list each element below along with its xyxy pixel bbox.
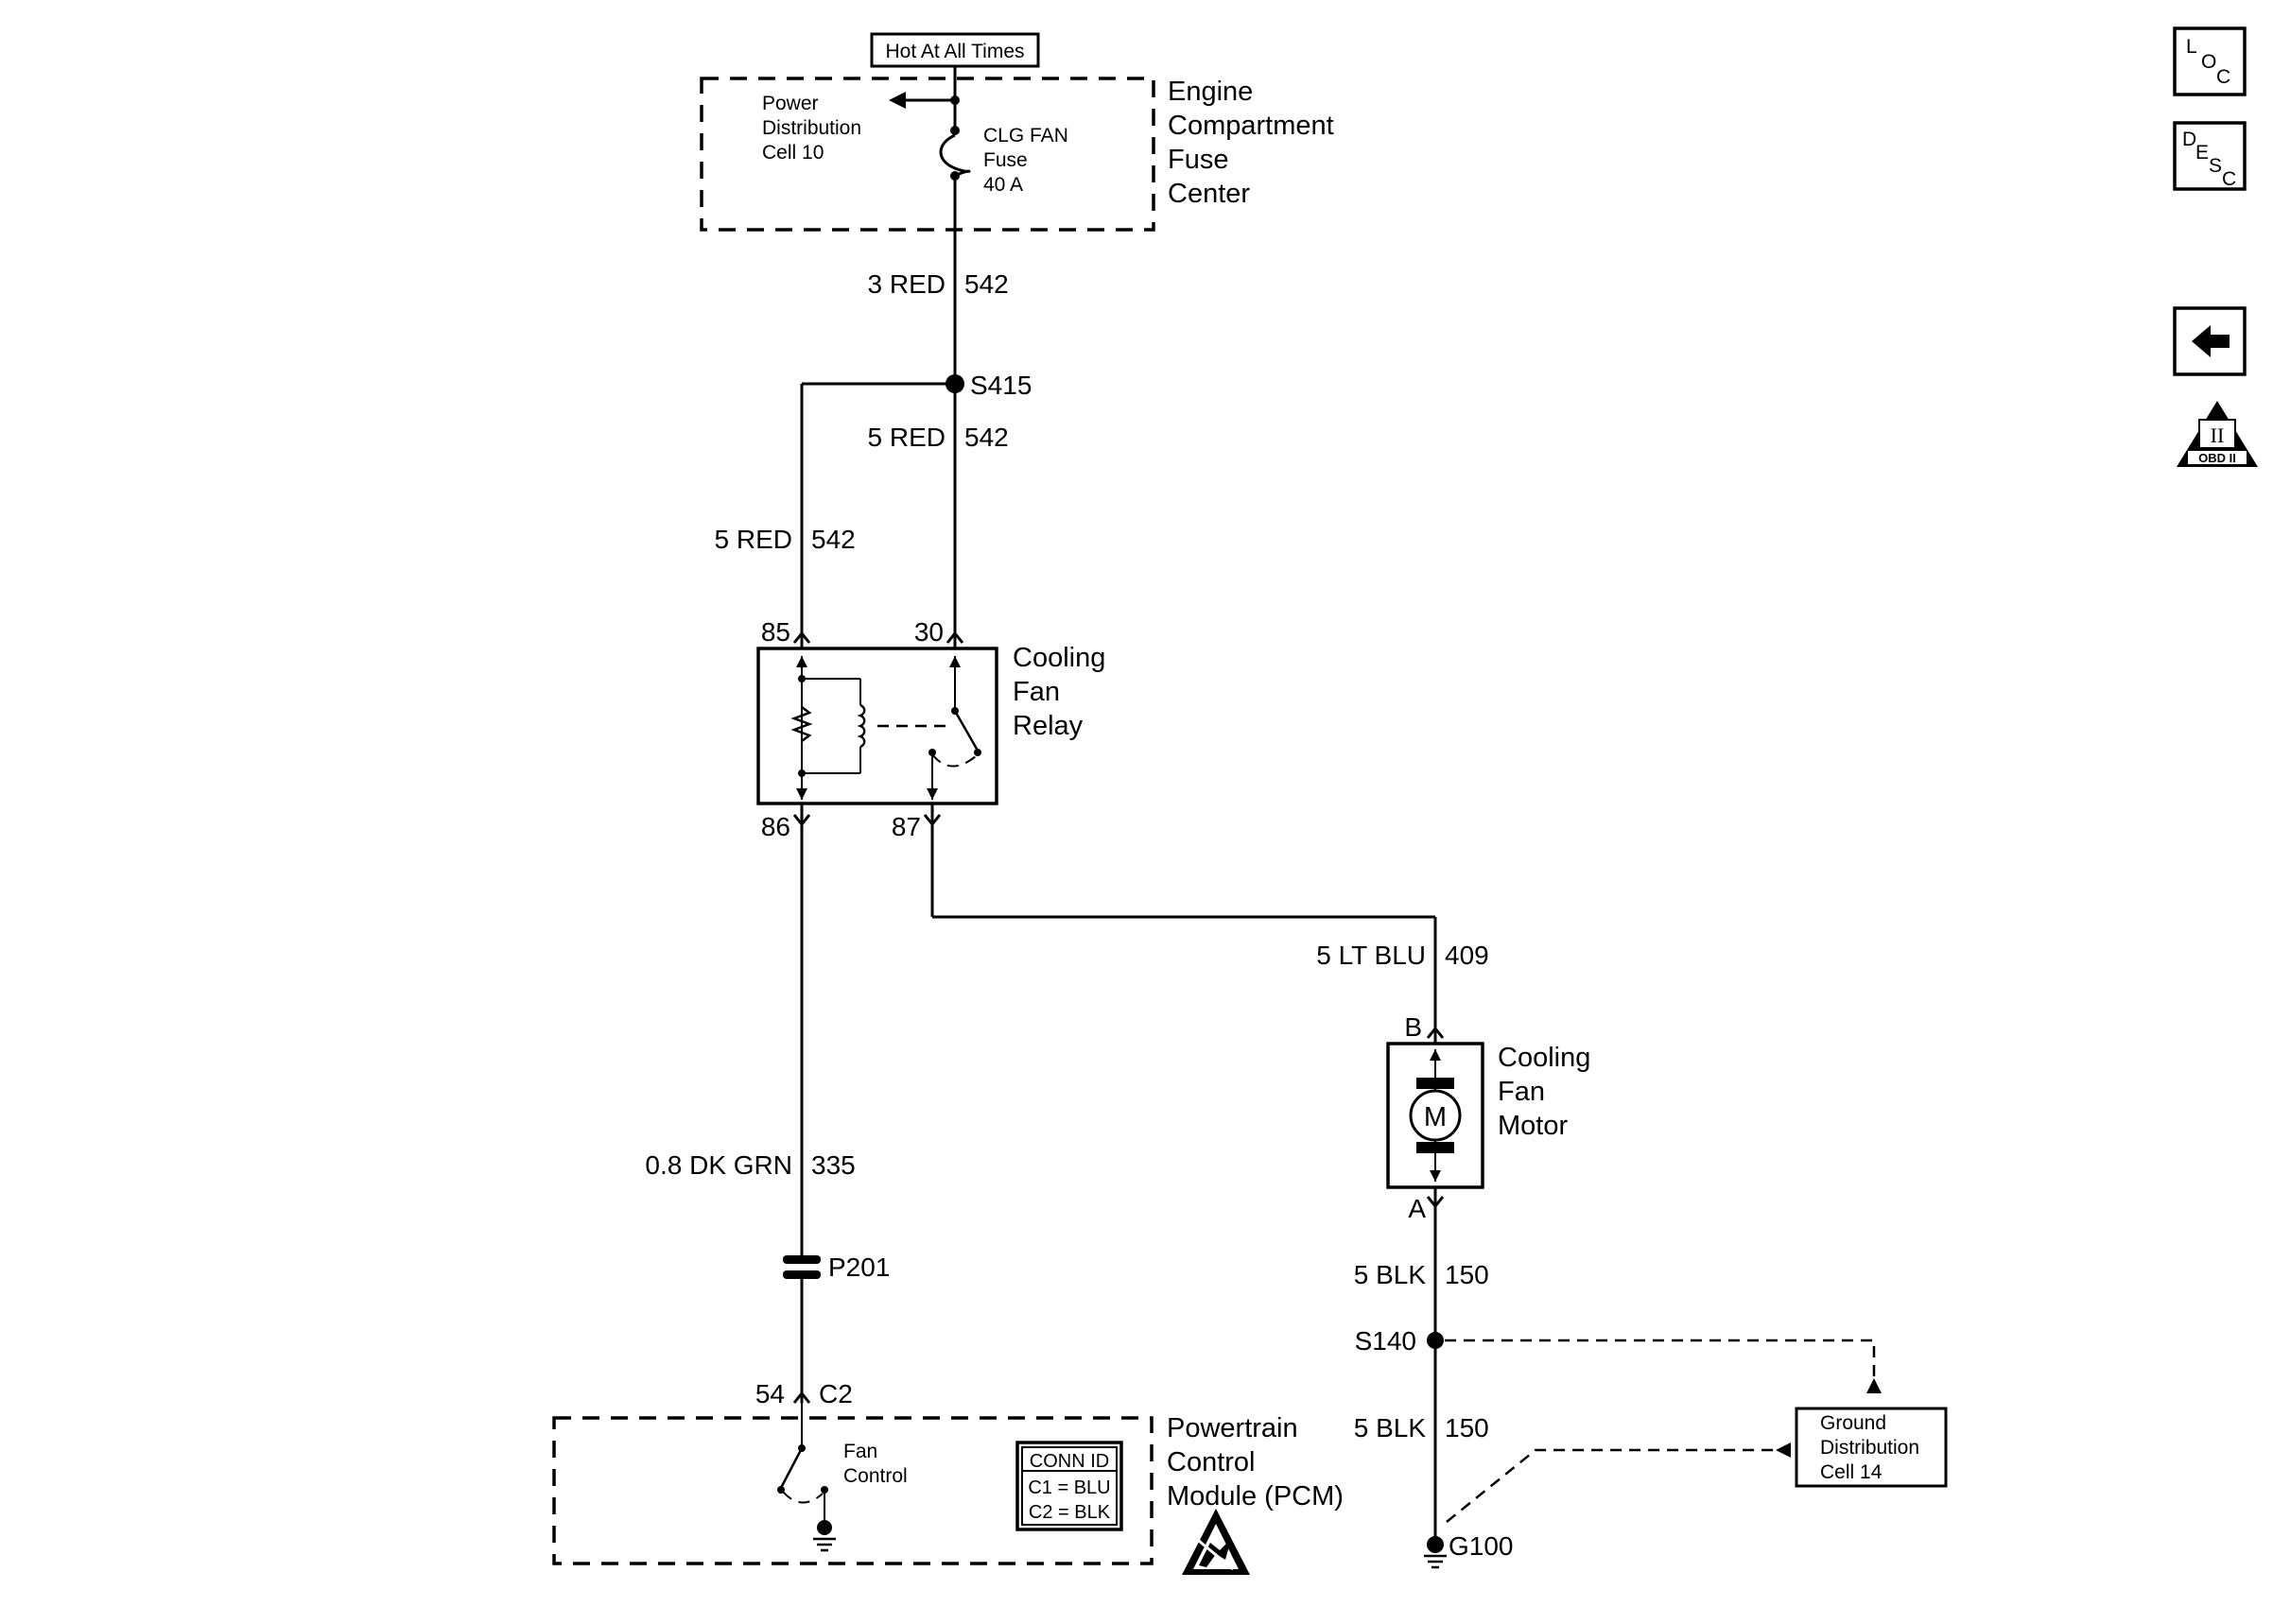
splice-s415-label: S415: [970, 371, 1032, 400]
esd-warning-icon: [1182, 1509, 1250, 1575]
motor-icon: M: [1409, 1049, 1462, 1182]
relay-switch-icon: [927, 656, 981, 800]
relay-coil-icon: [790, 656, 866, 800]
hot-label-text: Hot At All Times: [885, 41, 1024, 62]
motor-title: Cooling Fan Motor: [1498, 1043, 1598, 1141]
svg-text:E: E: [2195, 142, 2209, 164]
pcm-connector-c2: C2: [819, 1379, 853, 1408]
splice-s140-dot: [1427, 1332, 1444, 1349]
svg-text:II: II: [2211, 423, 2225, 447]
wire-label-08dkgrn: 0.8 DK GRN: [645, 1150, 792, 1180]
conn-id-c1: C1 = BLU: [1028, 1477, 1110, 1498]
back-button[interactable]: [2173, 306, 2247, 376]
svg-text:C: C: [2216, 66, 2230, 88]
fuse-center-box: [700, 77, 1155, 232]
svg-text:L: L: [2186, 36, 2197, 58]
relay-pin-87: 87: [892, 812, 921, 841]
location-button[interactable]: L O C: [2173, 26, 2247, 96]
wire-label-5red-left: 5 RED: [715, 525, 792, 554]
connector-p201-label: P201: [828, 1253, 890, 1282]
wire-circuit-335: 335: [811, 1150, 856, 1180]
power-distribution-label: Power Distribution Cell 10: [762, 93, 867, 164]
arrow-up-icon: [1866, 1378, 1882, 1393]
wire-circuit-409: 409: [1445, 941, 1489, 970]
fan-control-label: Fan Control: [843, 1441, 908, 1487]
pcm-title: Powertrain Control Module (PCM): [1167, 1413, 1344, 1512]
wire-label-5blk-b: 5 BLK: [1354, 1413, 1427, 1443]
splice-s140-label: S140: [1355, 1326, 1416, 1356]
wire-circuit-150-a: 150: [1445, 1260, 1489, 1289]
ground-distribution-box: [1795, 1407, 1948, 1488]
fan-control-switch-icon: [777, 1403, 836, 1552]
motor-symbol: M: [1424, 1102, 1447, 1132]
description-button[interactable]: D E S C: [2173, 121, 2247, 191]
fuse-icon: [939, 133, 971, 178]
wire-circuit-542-a: 542: [964, 269, 1009, 299]
svg-text:OBD II: OBD II: [2198, 451, 2236, 465]
relay-pin-85: 85: [761, 617, 790, 647]
wire-label-5blk-a: 5 BLK: [1354, 1260, 1427, 1289]
ground-icon-g100: [1424, 1554, 1447, 1569]
wire-label-3red: 3 RED: [868, 269, 946, 299]
arrow-left-back-icon: [2192, 325, 2230, 357]
svg-text:D: D: [2182, 129, 2196, 150]
ground-g100-label: G100: [1449, 1531, 1514, 1561]
ground-distribution-label: Ground Distribution Cell 14: [1820, 1412, 1925, 1483]
wire-label-5red-right: 5 RED: [868, 423, 946, 452]
arrow-left-icon: [889, 92, 906, 109]
connector-54-icon: [792, 1391, 811, 1404]
pcm-box: [552, 1416, 1154, 1565]
pcm-pin-54: 54: [755, 1379, 785, 1408]
fuse-terminal-top: [950, 126, 960, 135]
relay-title: Cooling Fan Relay: [1013, 643, 1113, 741]
conn-id-c2: C2 = BLK: [1029, 1502, 1111, 1523]
svg-text:C: C: [2222, 168, 2236, 190]
ground-g100-dot: [1427, 1536, 1444, 1553]
wire-circuit-542-c: 542: [811, 525, 856, 554]
ground-dist-dash-lower: [1446, 1448, 1778, 1523]
wire-circuit-150-b: 150: [1445, 1413, 1489, 1443]
svg-text:S: S: [2209, 155, 2222, 177]
conn-id-table: CONN ID C1 = BLU C2 = BLK: [1015, 1441, 1123, 1531]
arrow-left-small-icon: [1776, 1443, 1791, 1458]
connector-p201-icon: [783, 1255, 821, 1279]
wire-label-5ltblu: 5 LT BLU: [1316, 941, 1426, 970]
fuse-center-title: Engine Compartment Fuse Center: [1168, 77, 1342, 209]
motor-pin-a: A: [1408, 1194, 1426, 1223]
wire-circuit-542-b: 542: [964, 423, 1009, 452]
hot-at-all-times-label: Hot At All Times: [870, 32, 1040, 68]
svg-text:O: O: [2201, 51, 2216, 73]
relay-pin-86: 86: [761, 812, 790, 841]
motor-pin-b: B: [1404, 1012, 1422, 1042]
obd-ii-button[interactable]: II OBD II: [2177, 401, 2258, 467]
relay-pin-30: 30: [914, 617, 944, 647]
clg-fan-fuse-label: CLG FAN Fuse 40 A: [983, 125, 1074, 196]
conn-id-title: CONN ID: [1030, 1451, 1109, 1472]
ground-dist-dash-upper: [1445, 1339, 1876, 1384]
